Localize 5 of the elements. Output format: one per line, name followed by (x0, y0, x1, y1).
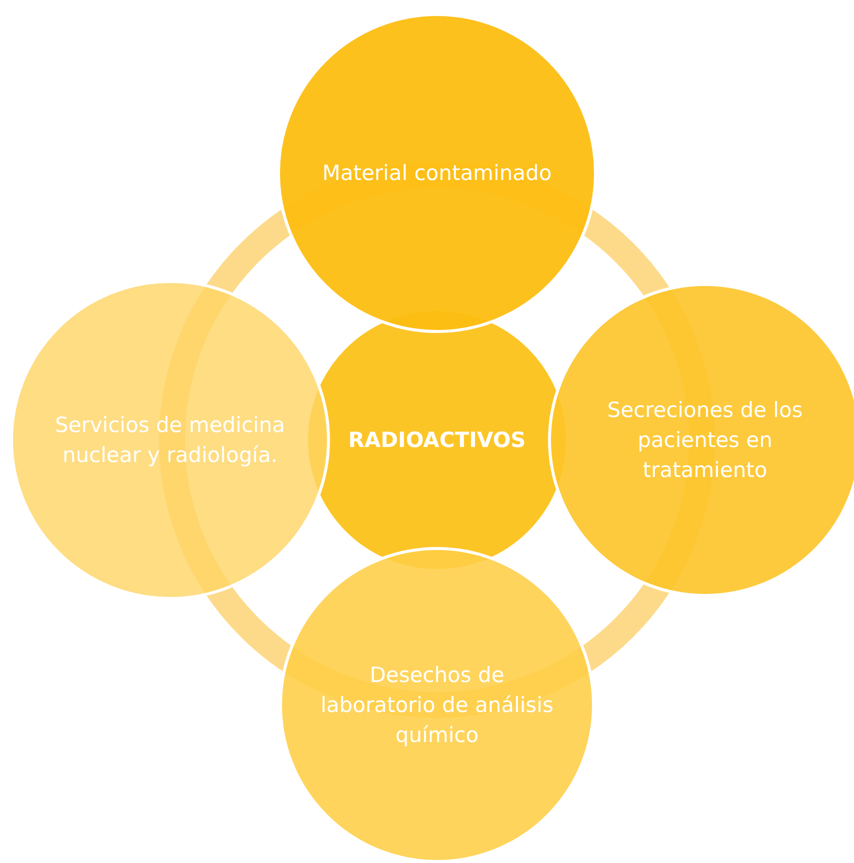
node-text: RADIOACTIVOS (347, 427, 527, 454)
node-text: Servicios de medicina nuclear y radiología. (54, 412, 286, 469)
node-text: Material contaminado (321, 160, 553, 187)
node-text: Desechos de laboratorio de análisis químico (320, 662, 554, 749)
node-text: Secreciones de los pacientes en tratamiento (606, 397, 804, 484)
